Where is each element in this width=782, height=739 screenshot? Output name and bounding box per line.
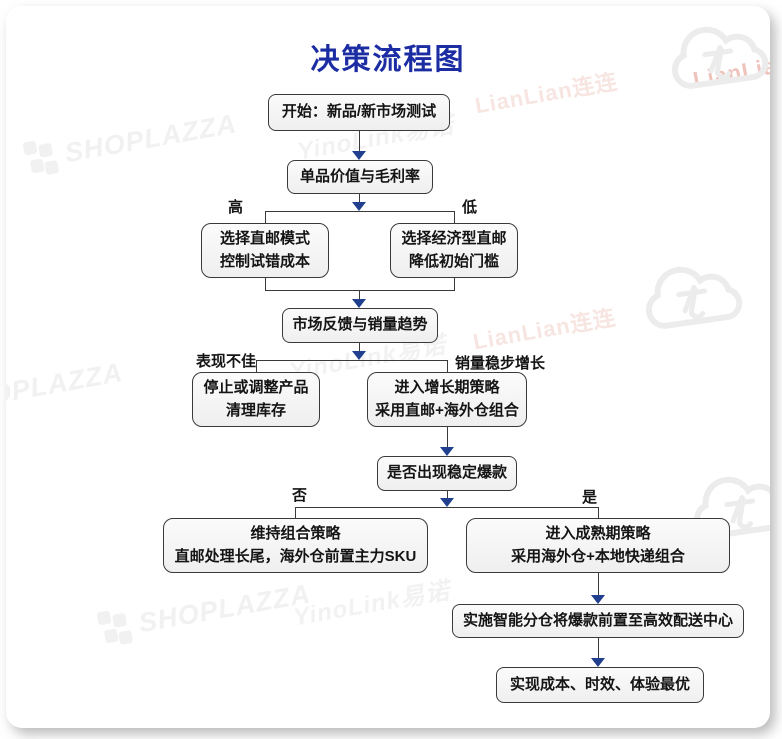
arrow-down-icon [352,351,366,360]
arrow-down-icon [591,658,605,667]
node-line: 是否出现稳定爆款 [386,464,507,482]
flow-node-direct-mail: 选择直邮模式 控制试错成本 [201,223,329,278]
node-line: 控制试错成本 [219,252,310,270]
yinolink-watermark: YinoLink易诺 [290,571,452,633]
flow-node-stop-adjust: 停止或调整产品 清理库存 [192,372,320,427]
flow-node-growth-strategy: 进入增长期策略 采用直邮+海外仓组合 [367,372,527,427]
shoplazza-watermark: SHOPLAZZA [94,574,314,651]
connector-line [598,638,600,659]
connector-line [454,211,456,223]
node-line: 进入成熟期策略 [545,525,651,542]
connector-line [265,211,267,223]
connector-line [359,290,361,299]
flow-node-maintain-combo: 维持组合策略 直邮处理长尾，海外仓前置主力SKU [163,518,428,573]
connector-line [295,507,297,518]
shoplazza-logo-icon [22,140,59,175]
lianlian-watermark-text: LianLian连连 [471,304,618,355]
arrow-down-icon [352,299,366,308]
connector-line [295,507,598,509]
flow-node-economy-mail: 选择经济型直邮 降低初始门槛 [390,223,518,278]
node-line: 市场反馈与销量趋势 [292,316,428,334]
node-line: 维持组合策略 [250,525,341,542]
node-line: 停止或调整产品 [203,379,309,396]
page-title: 决策流程图 [310,44,466,76]
node-line: 进入增长期策略 [394,379,500,396]
shoplazza-logo-icon [96,610,133,645]
node-line: 选择直邮模式 [219,230,310,247]
node-line: 实现成本、时效、体验最优 [509,675,690,693]
node-line: 清理库存 [225,401,286,419]
branch-label-steady: 销量稳步增长 [455,355,546,372]
shoplazza-watermark: SHOPLAZZA [6,357,125,418]
flowchart-card: SHOPLAZZA SHOPLAZZA SHOPLAZZA YinoLink易诺… [6,6,770,728]
connector-line [454,278,456,290]
flow-node-value-margin: 单品价值与毛利率 [287,160,433,194]
branch-label-no: 否 [292,487,308,504]
connector-line [265,278,267,290]
node-line: 开始：新品/新市场测试 [281,103,437,121]
cloud-logo-icon [626,250,755,355]
node-line: 采用直邮+海外仓组合 [375,401,519,419]
flow-node-start: 开始：新品/新市场测试 [268,94,450,131]
connector-line [359,131,361,152]
arrow-down-icon [440,498,454,507]
connector-line [256,360,447,362]
arrow-down-icon [352,202,366,211]
node-line: 采用海外仓+本地快递组合 [511,547,685,565]
flow-node-optimal-result: 实现成本、时效、体验最优 [496,667,704,703]
node-line: 实施智能分仓将爆款前置至高效配送中心 [462,611,733,629]
connector-line [447,427,449,448]
connector-line [447,491,449,499]
connector-line [265,211,455,213]
branch-label-high: 高 [228,199,244,216]
yinolink-watermark-text: YinoLink易诺 [291,577,453,632]
shoplazza-watermark: SHOPLAZZA [20,104,240,181]
shoplazza-watermark-text: SHOPLAZZA [6,357,126,417]
branch-label-low: 低 [462,199,478,216]
shoplazza-watermark-text: SHOPLAZZA [62,107,239,168]
connector-line [359,343,361,351]
flow-node-mature-strategy: 进入成熟期策略 采用海外仓+本地快递组合 [466,518,730,573]
flow-node-hot-question: 是否出现稳定爆款 [377,456,517,491]
branch-label-yes: 是 [582,489,598,506]
node-line: 直邮处理长尾，海外仓前置主力SKU [174,547,417,565]
connector-line [256,360,258,372]
flow-node-smart-warehouse: 实施智能分仓将爆款前置至高效配送中心 [452,604,744,638]
lianlian-watermark: LianLian连连 [470,300,618,357]
arrow-down-icon [352,151,366,160]
connector-line [359,194,361,202]
arrow-down-icon [591,595,605,604]
connector-line [598,573,600,596]
connector-line [447,360,449,372]
node-line: 单品价值与毛利率 [299,167,420,185]
shoplazza-watermark-text: SHOPLAZZA [136,577,313,638]
arrow-down-icon [440,447,454,456]
connector-line [598,507,600,518]
flow-node-market-feedback: 市场反馈与销量趋势 [282,308,438,343]
branch-label-poor: 表现不佳 [196,353,257,370]
node-line: 降低初始门槛 [408,252,499,270]
node-line: 选择经济型直邮 [401,230,507,247]
